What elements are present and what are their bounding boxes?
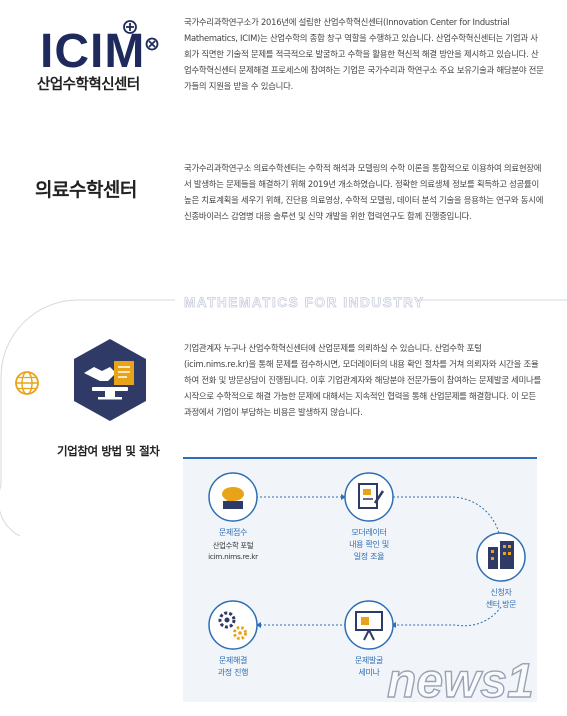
step-5-sub1: 과정 진행 (217, 668, 249, 677)
medical-center-title: 의료수학센터 (35, 179, 137, 201)
step-4-label: 문제발굴 (354, 656, 384, 665)
step-2-sub1: 내용 확인 및 (349, 540, 389, 549)
process-flow-diagram (208, 472, 526, 650)
step-2-sub2: 일정 조율 (353, 552, 385, 561)
intro-paragraph: 국가수리과학연구소가 2016년에 설립한 산업수학혁신센터(Innovatio… (184, 17, 544, 91)
step-1-label: 문제접수 (218, 528, 248, 537)
step-1-sub2: icim.nims.re.kr (208, 552, 258, 561)
step-1-sub1: 산업수학 포털 (212, 541, 254, 550)
handshake-hexagon-icon (74, 339, 146, 421)
company-participation-title: 기업참여 방법 및 절차 (57, 444, 160, 458)
step-5-label: 문제해결 (218, 656, 248, 665)
logo-subtitle: 산업수학혁신센터 (37, 77, 140, 93)
step-3-label: 신청자 (490, 588, 512, 597)
icim-logo-wordmark: ICIM (40, 25, 146, 78)
news1-watermark-logo: news1 (386, 654, 534, 708)
globe-icon (15, 371, 39, 395)
step-3-sub1: 센터 방문 (485, 600, 517, 609)
decorative-curve (0, 299, 567, 537)
mathematics-for-industry-heading: MATHEMATICS FOR INDUSTRY (184, 295, 425, 311)
svg-text:news1: news1 (387, 655, 534, 708)
math-symbols-logo-icon (123, 20, 159, 51)
medical-center-paragraph: 국가수리과학연구소 의료수학센터는 수학적 해석과 모델링의 수학 이론을 통합… (184, 163, 544, 221)
company-participation-paragraph: 기업관계자 누구나 산업수학혁신센터에 산업문제를 의뢰하실 수 있습니다. 산… (184, 343, 541, 417)
step-4-sub1: 세미나 (358, 668, 380, 677)
step-gears-icon (208, 600, 258, 650)
step-2-label: 모더레이터 (351, 528, 387, 537)
process-panel-top-border (183, 457, 537, 459)
